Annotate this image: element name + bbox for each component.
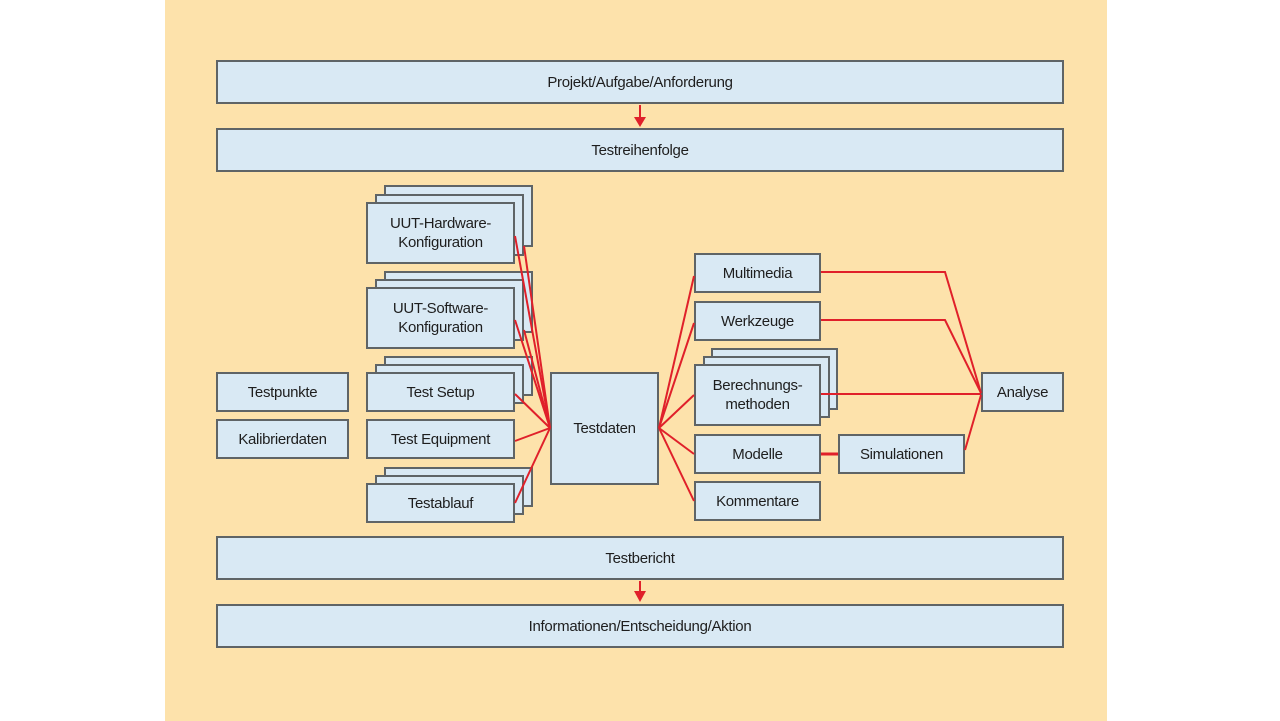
node-label-line: Berechnungs-	[712, 377, 803, 394]
node-label: Modelle	[732, 445, 783, 463]
node-label-line: methoden	[725, 396, 790, 413]
node-uut-hardware-config: UUT-Hardware- Konfiguration	[366, 202, 515, 264]
node-label: Multimedia	[722, 264, 793, 282]
node-label: Testreihenfolge	[591, 141, 689, 159]
node-information-decision-action: Informationen/Entscheidung/Aktion	[216, 604, 1064, 648]
node-label: Testbericht	[605, 549, 675, 567]
node-label: Testablauf	[407, 494, 474, 512]
node-label: Testdaten	[573, 420, 636, 437]
node-tools: Werkzeuge	[694, 301, 821, 341]
node-calculation-methods: Berechnungs- methoden	[694, 364, 821, 426]
node-test-sequence: Testreihenfolge	[216, 128, 1064, 172]
node-label-line: Konfiguration	[398, 319, 483, 336]
node-simulations: Simulationen	[838, 434, 965, 474]
node-label: Werkzeuge	[721, 312, 794, 330]
node-label-line: Konfiguration	[398, 234, 483, 251]
node-uut-software-config: UUT-Software- Konfiguration	[366, 287, 515, 349]
node-test-setup: Test Setup	[366, 372, 515, 412]
node-test-procedure: Testablauf	[366, 483, 515, 523]
node-label: Simulationen	[859, 445, 944, 463]
node-calibration-data: Kalibrierdaten	[216, 419, 349, 459]
node-label: Kommentare	[716, 492, 799, 510]
node-label-line: UUT-Hardware-	[389, 215, 492, 232]
node-test-report: Testbericht	[216, 536, 1064, 580]
node-label: Test Setup	[406, 383, 475, 401]
node-test-data-hub: Testdaten	[550, 372, 659, 485]
node-label: Kalibrierdaten	[238, 430, 327, 448]
node-multimedia: Multimedia	[694, 253, 821, 293]
node-label: Analyse	[996, 383, 1049, 401]
node-comments: Kommentare	[694, 481, 821, 521]
node-label: Testpunkte	[247, 383, 318, 401]
node-models: Modelle	[694, 434, 821, 474]
node-label: Projekt/Aufgabe/Anforderung	[547, 73, 733, 91]
node-project-requirement: Projekt/Aufgabe/Anforderung	[216, 60, 1064, 104]
node-label: Informationen/Entscheidung/Aktion	[528, 617, 752, 635]
node-test-equipment: Test Equipment	[366, 419, 515, 459]
node-label-line: UUT-Software-	[392, 300, 489, 317]
node-test-points: Testpunkte	[216, 372, 349, 412]
node-label: Test Equipment	[390, 430, 491, 448]
node-analysis: Analyse	[981, 372, 1064, 412]
